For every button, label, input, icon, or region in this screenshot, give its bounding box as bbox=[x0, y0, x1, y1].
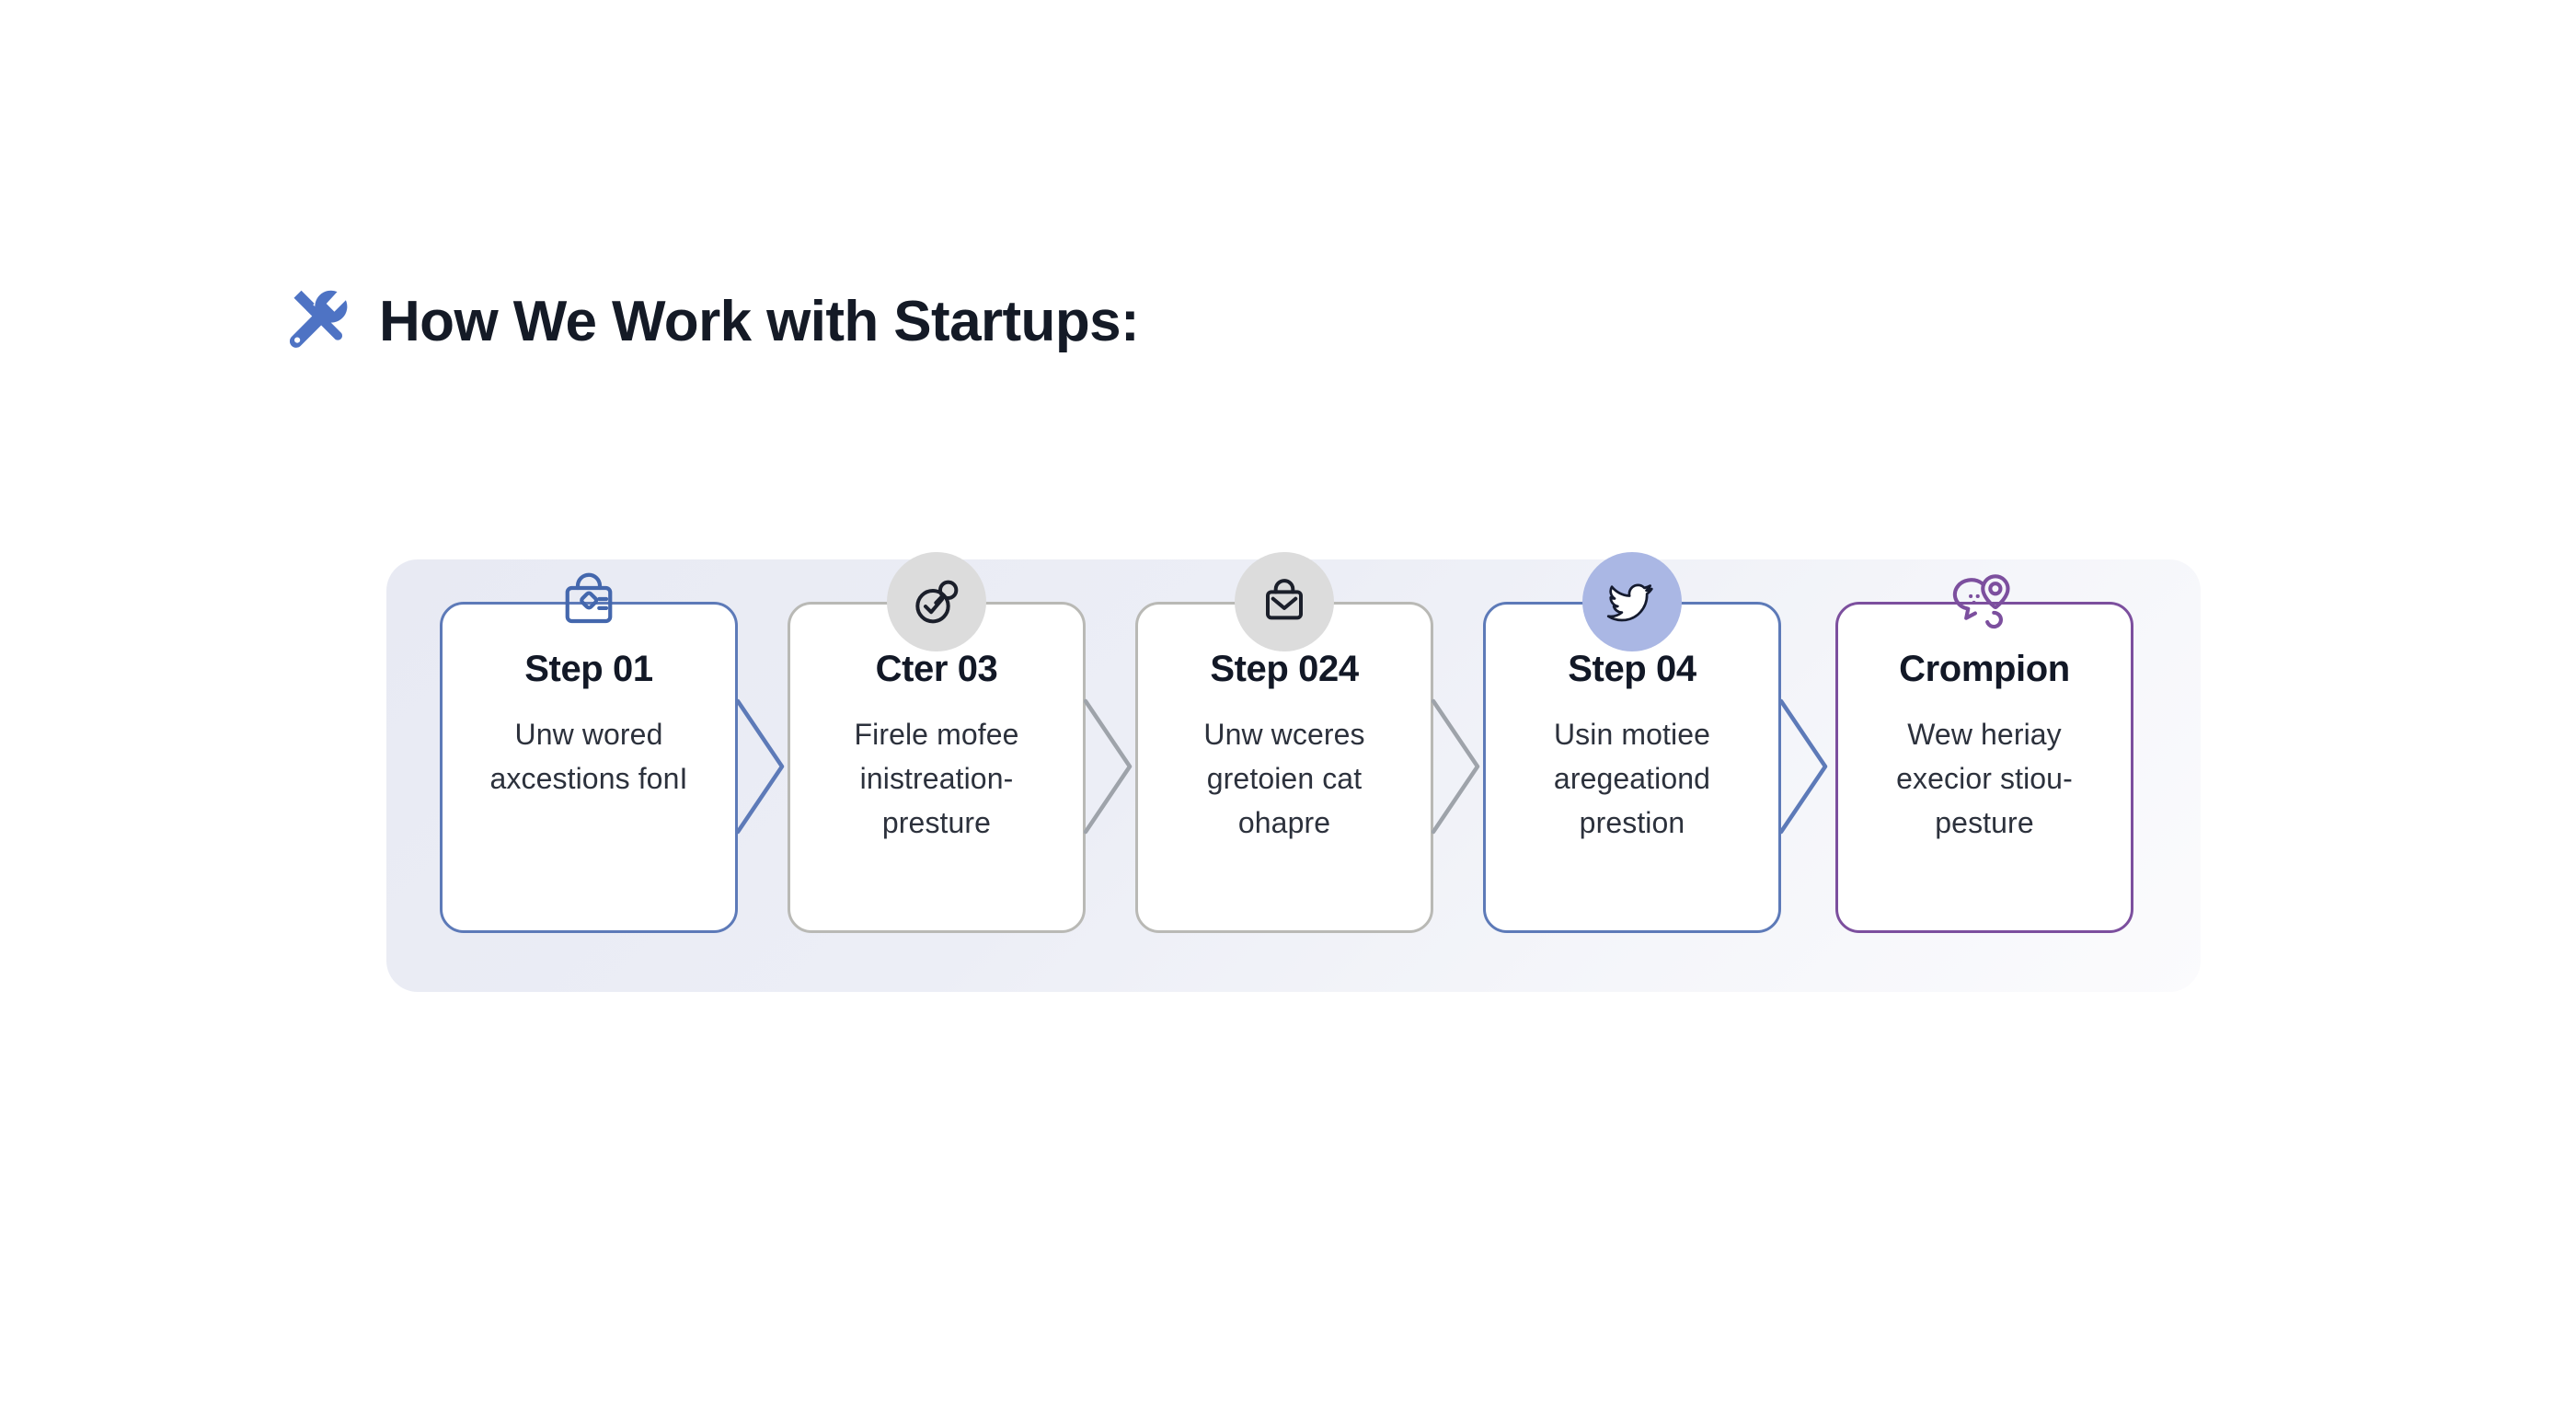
check-circle-pin-icon bbox=[915, 580, 959, 624]
flow-step-2[interactable]: Cter 03 Firele mofee inistreation-prestu… bbox=[788, 552, 1133, 933]
flow-step-3-title: Step 024 bbox=[1210, 649, 1359, 689]
process-flow: Step 01 Unw wored axcestions fonI bbox=[386, 515, 2201, 994]
flow-step-3[interactable]: Step 024 Unw wceres gretoien cat ohapre bbox=[1135, 552, 1480, 933]
flow-step-2-body: Cter 03 Firele mofee inistreation-prestu… bbox=[788, 650, 1086, 845]
flow-step-card bbox=[440, 602, 738, 933]
flow-step-2-badge bbox=[887, 552, 986, 651]
flow-step-4[interactable]: Step 04 Usin motiee aregeationd prestion bbox=[1483, 552, 1828, 933]
flow-step-5-body: Crompion Wew heriay execior stiou- pestu… bbox=[1835, 650, 2133, 845]
page-title: How We Work with Startups: bbox=[379, 290, 1140, 353]
flow-step-5-title: Crompion bbox=[1899, 649, 2070, 689]
flow-step-1-title: Step 01 bbox=[524, 649, 653, 689]
flow-step-5[interactable]: Crompion Wew heriay execior stiou- pestu… bbox=[1835, 574, 2133, 933]
flow-step-1-body: Step 01 Unw wored axcestions fonI bbox=[440, 650, 738, 801]
flow-step-card bbox=[788, 602, 1086, 933]
flow-step-4-description: Usin motiee aregeationd prestion bbox=[1553, 718, 1711, 839]
flow-step-1-description: Unw wored axcestions fonI bbox=[489, 718, 688, 795]
flow-step-4-title: Step 04 bbox=[1568, 649, 1696, 689]
flow-step-5-badge bbox=[1935, 552, 2034, 651]
flow-step-card bbox=[1135, 602, 1433, 933]
flow-step-5-description: Wew heriay execior stiou- pesture bbox=[1896, 718, 2073, 839]
bird-icon bbox=[1606, 583, 1653, 622]
chat-location-pin-icon bbox=[1952, 574, 2010, 629]
flow-step-card bbox=[1835, 602, 2133, 933]
flow-step-4-body: Step 04 Usin motiee aregeationd prestion bbox=[1483, 650, 1781, 845]
flow-connector-4-arrow-icon bbox=[1779, 698, 1828, 835]
flow-step-4-badge bbox=[1582, 552, 1682, 651]
flow-step-3-body: Step 024 Unw wceres gretoien cat ohapre bbox=[1135, 650, 1433, 845]
flow-connector-3-arrow-icon bbox=[1432, 698, 1480, 835]
flow-connector-1-arrow-icon bbox=[736, 698, 785, 835]
flow-step-1-badge bbox=[539, 552, 638, 651]
flow-step-3-description: Unw wceres gretoien cat ohapre bbox=[1203, 718, 1365, 839]
flow-step-2-title: Cter 03 bbox=[875, 649, 998, 689]
flow-step-3-badge bbox=[1235, 552, 1334, 651]
hammer-and-wrench-icon bbox=[289, 290, 348, 348]
bag-envelope-icon bbox=[1266, 579, 1303, 620]
flow-step-1[interactable]: Step 01 Unw wored axcestions fonI bbox=[440, 572, 785, 933]
flow-connector-2-arrow-icon bbox=[1084, 698, 1133, 835]
page-heading: How We Work with Startups: bbox=[276, 281, 1140, 363]
flow-step-2-description: Firele mofee inistreation-presture bbox=[854, 718, 1019, 839]
shopping-bag-tag-icon bbox=[565, 572, 613, 624]
